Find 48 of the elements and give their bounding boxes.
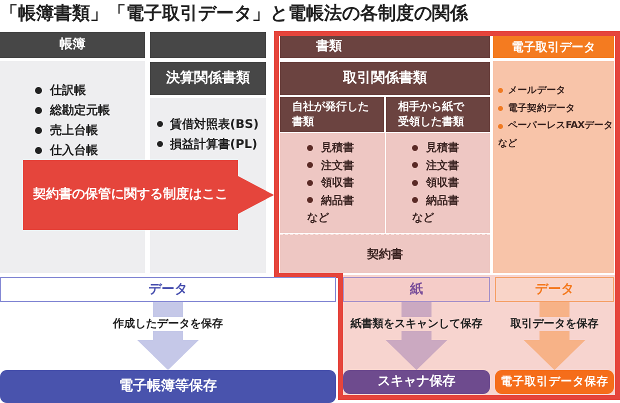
list-item: 見積書 [307,139,354,156]
list-item: 賃借対照表(BS) [157,114,259,134]
medium-band: 紙 [343,277,490,302]
arrow [266,190,274,200]
list-item: 総勘定元帳 [35,100,110,120]
edge-label: 取引データを保存 [508,317,600,332]
list-item: など [307,210,329,226]
medium-band: データ [495,277,614,302]
edge-label: 紙書類をスキャンして保存 [348,317,484,332]
list-item: 納品書 [412,192,459,209]
list-item: 領収書 [412,174,459,192]
storage-method-bar: 電子帳簿等保存 [0,370,336,403]
arrow [524,302,586,370]
section-header: 取引関係書類 [280,62,490,95]
medium-band: データ [0,277,336,302]
list-item: 領収書 [307,174,354,192]
list-item: 納品書 [307,192,354,209]
list-item: 見積書 [412,139,459,156]
edge-label: 作成したデータを保存 [111,317,225,332]
list-item: など [412,210,434,226]
category-panel [386,133,490,233]
diagram-title: 「帳簿書類」「電子取引データ」と電帳法の各制度の関係 [0,2,468,25]
list-item: ペーパーレスFAXデータ [498,117,614,136]
column-header: 電子取引データ [493,36,614,58]
subsection-header: 自社が発行した書類 [280,97,384,132]
list-item: メールデータ [498,82,566,100]
callout-tooltip: 契約書の保管に関する制度はここ [23,160,266,230]
section-header: 決算関係書類 [150,62,266,95]
list-item: 注文書 [307,156,354,174]
header-band [150,32,266,58]
subsection-header: 相手から紙で受領した書類 [386,97,490,132]
list-item: 仕入台帳 [35,140,98,160]
list-item: 電子契約データ [498,100,576,118]
arrow [137,302,199,370]
list-item: 仕訳帳 [35,80,86,100]
storage-method-bar: 電子取引データ保存 [495,370,614,394]
column-header: 帳簿 [0,32,145,58]
category-panel: 契約書 [280,234,490,273]
list-item: 注文書 [412,156,459,174]
category-panel [280,133,385,233]
storage-method-bar: スキャナ保存 [343,370,490,394]
list-item: 売上台帳 [35,120,98,140]
list-item: 損益計算書(PL) [157,134,258,154]
arrow [386,302,448,370]
category-panel [493,61,614,273]
column-header: 書類 [280,36,490,58]
list-item: など [498,137,518,152]
highlight-frame [274,31,620,400]
